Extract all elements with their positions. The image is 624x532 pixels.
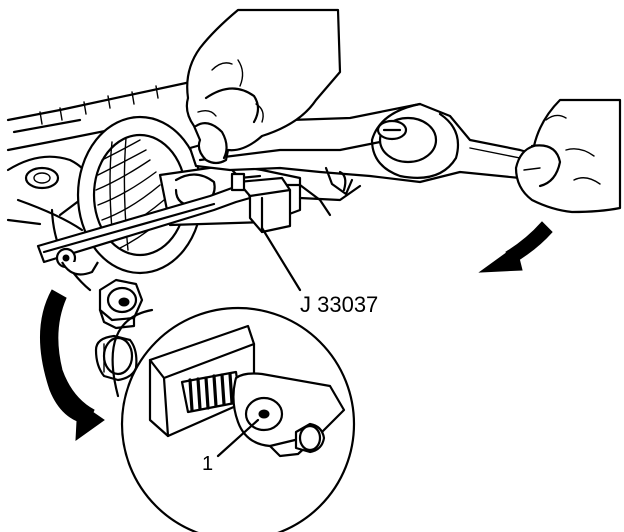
callout-number-1: 1 (202, 453, 213, 475)
left-hand (185, 8, 342, 165)
tool-number-label: J 33037 (300, 292, 378, 317)
tool-label-leader (260, 226, 302, 292)
detail-magnifier (111, 306, 356, 532)
lower-bolt-nut (98, 278, 144, 330)
right-hand (514, 98, 622, 214)
rotation-arrow-left (39, 289, 105, 442)
tool-j33037 (36, 172, 292, 276)
lower-spool (94, 334, 138, 382)
rotation-arrow-right (478, 221, 553, 273)
